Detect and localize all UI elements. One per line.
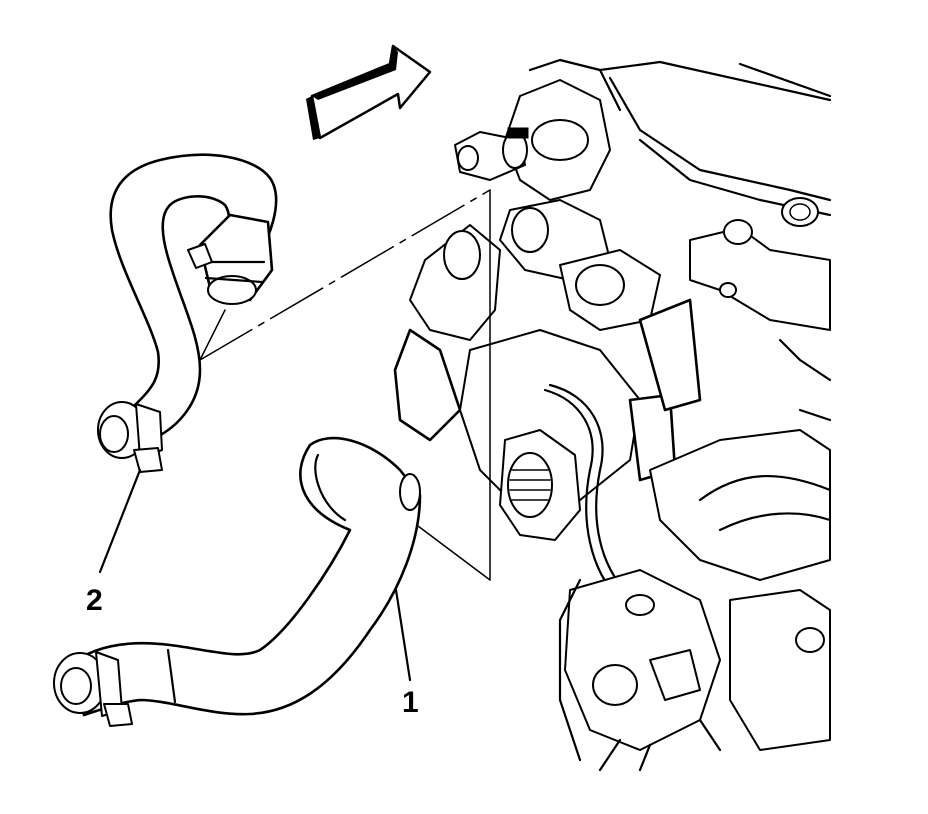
projection-lines xyxy=(199,189,491,581)
upper-coolant-hose xyxy=(97,153,278,473)
callout-label-1: 1 xyxy=(402,686,419,719)
engine-assembly xyxy=(393,58,832,772)
lower-coolant-hose xyxy=(53,436,422,727)
callout-leaders xyxy=(98,468,412,682)
callout-label-2: 2 xyxy=(86,584,103,617)
arrow-forward-icon xyxy=(306,44,432,140)
